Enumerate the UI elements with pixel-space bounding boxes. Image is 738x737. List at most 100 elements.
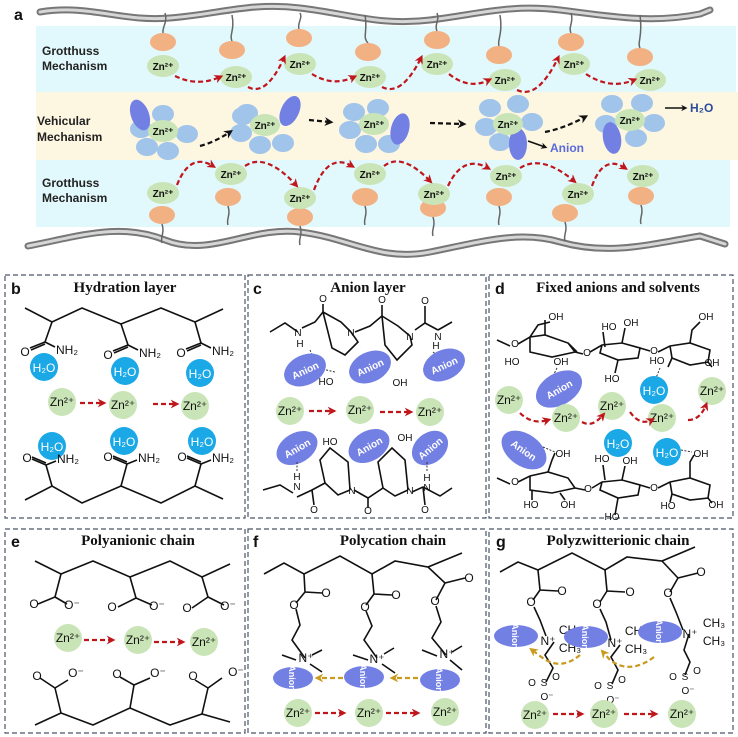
methyl-label: CH₃ — [703, 634, 725, 648]
anion-molecule-shape — [344, 666, 384, 688]
grotthuss-hop-arrow — [383, 160, 433, 184]
zn-ion — [190, 628, 218, 656]
nitrogen-label: N — [434, 332, 441, 343]
carbonyl-bond — [185, 342, 212, 352]
water-label: H₂O — [189, 367, 212, 381]
zn-ion-shape — [562, 183, 594, 205]
water-molecule — [249, 136, 271, 154]
anchor-group — [150, 33, 176, 51]
zn-ion: Zn²⁺ — [615, 109, 645, 131]
ring-oxygen-label: O — [650, 346, 658, 357]
ester-oxygen-label: O — [360, 600, 369, 614]
tether — [563, 221, 567, 242]
water-label: H₂O — [607, 437, 630, 451]
hydroxyl-label: HO — [319, 377, 334, 388]
anion-molecule-label: Anion — [510, 623, 520, 649]
water-molecule — [236, 104, 258, 122]
water-label: H₂O — [41, 440, 64, 454]
panel-b-frame — [4, 274, 246, 519]
hydroxyl-label: HO — [605, 374, 620, 385]
water-molecule — [186, 359, 214, 387]
anion-molecule: Anion — [423, 348, 465, 382]
water-molecule — [152, 105, 174, 123]
ring-oxygen-label: O — [511, 339, 519, 350]
carbonyl-oxygen-label: O — [696, 565, 705, 579]
quaternary-nitrogen-label: N⁺ — [683, 627, 698, 641]
zn-ion-label: Zn²⁺ — [633, 172, 654, 183]
nitrogen-label: N — [348, 486, 355, 497]
ring-oxygen-label: O — [511, 477, 519, 488]
tether — [435, 12, 439, 32]
zn-ion-shape — [147, 55, 179, 77]
oxygen-label: O — [378, 295, 386, 306]
carbonyl-oxygen-label: O — [391, 588, 400, 602]
anion-molecule: Anion — [411, 430, 449, 466]
anion-molecule: Anion — [564, 624, 608, 650]
water-molecule — [38, 432, 66, 460]
nitrogen-label: N — [293, 482, 300, 493]
ion-hop-arrow — [519, 412, 552, 426]
anchor-group — [486, 46, 512, 64]
anion-molecule — [390, 113, 410, 145]
anion-molecule — [129, 99, 151, 131]
tether — [639, 204, 643, 225]
panel-f-frame — [247, 528, 487, 734]
ester-oxygen-label: O — [526, 595, 535, 609]
zn-ion: Zn²⁺ — [490, 165, 522, 187]
sulfonate-anion-label: O⁻ — [681, 686, 694, 697]
ester-oxygen-label: O — [592, 597, 601, 611]
zn-ion-shape — [220, 66, 252, 88]
water-label: H₂O — [656, 446, 679, 460]
zn-ion: Zn²⁺ — [634, 69, 666, 91]
hydroxyl-label: OH — [623, 456, 638, 467]
zn-ion — [590, 700, 618, 728]
tether — [162, 12, 167, 34]
zn-ion: Zn²⁺ — [215, 163, 247, 185]
zn-ion-label: Zn²⁺ — [50, 395, 74, 409]
carbonyl-bond — [112, 344, 139, 354]
anion-molecule: Anion — [535, 370, 583, 408]
vehicular-sites: Zn²⁺Zn²⁺Zn²⁺Zn²⁺Zn²⁺ — [129, 94, 665, 160]
anion-molecule-label: Anion — [654, 619, 664, 645]
quaternary-nitrogen-label: N⁺ — [299, 651, 314, 665]
hydroxyl-label: HO — [602, 322, 617, 333]
hydroxyl-label: OH — [561, 500, 576, 511]
water-label: H₂O — [191, 435, 214, 449]
grotthuss-hop-arrow — [448, 73, 493, 87]
methyl-label: CH₃ — [703, 616, 725, 630]
water-molecule — [272, 134, 294, 152]
anion-molecule: Anion — [344, 664, 384, 690]
anchor-group — [355, 43, 381, 61]
zn-ion: Zn²⁺ — [627, 165, 659, 187]
zn-ion-label: Zn²⁺ — [111, 398, 135, 412]
anchor-group — [149, 206, 175, 224]
oxygen-label: O — [188, 669, 197, 683]
anion-molecule — [279, 96, 301, 126]
zn-ion: Zn²⁺ — [147, 182, 179, 204]
zn-ion-shape — [148, 120, 178, 142]
hydroxyl-label: OH — [709, 500, 724, 511]
vehicular-arrow — [308, 117, 334, 126]
quaternary-nitrogen-label: N⁺ — [370, 652, 385, 666]
zn-ion-label: Zn²⁺ — [226, 73, 247, 84]
tether — [497, 205, 501, 226]
methyl-label: CH₃ — [625, 642, 647, 656]
oxygen-label: O — [421, 505, 429, 516]
carboxylate-oxygen-label: O⁻ — [149, 599, 165, 613]
zn-ion-label: Zn²⁺ — [554, 411, 578, 425]
zn-ion-shape — [634, 69, 666, 91]
water-molecule — [604, 429, 632, 457]
zn-ion-label: Zn²⁺ — [427, 60, 448, 71]
zn-ion-label: Zn²⁺ — [290, 60, 311, 71]
anion-molecule-shape — [284, 353, 326, 387]
hydrated-ion: Zn²⁺ — [230, 96, 301, 154]
band-label-vehicular-l1: Vehicular — [37, 114, 91, 128]
sulfonate-oxygen-label: O — [669, 672, 677, 683]
anion-molecule-label: Anion — [580, 624, 590, 650]
zn-ion-label: Zn²⁺ — [364, 120, 385, 131]
carboxylate-oxygen-label: O⁻ — [68, 666, 84, 680]
zn-ion-label: Zn²⁺ — [433, 705, 457, 719]
